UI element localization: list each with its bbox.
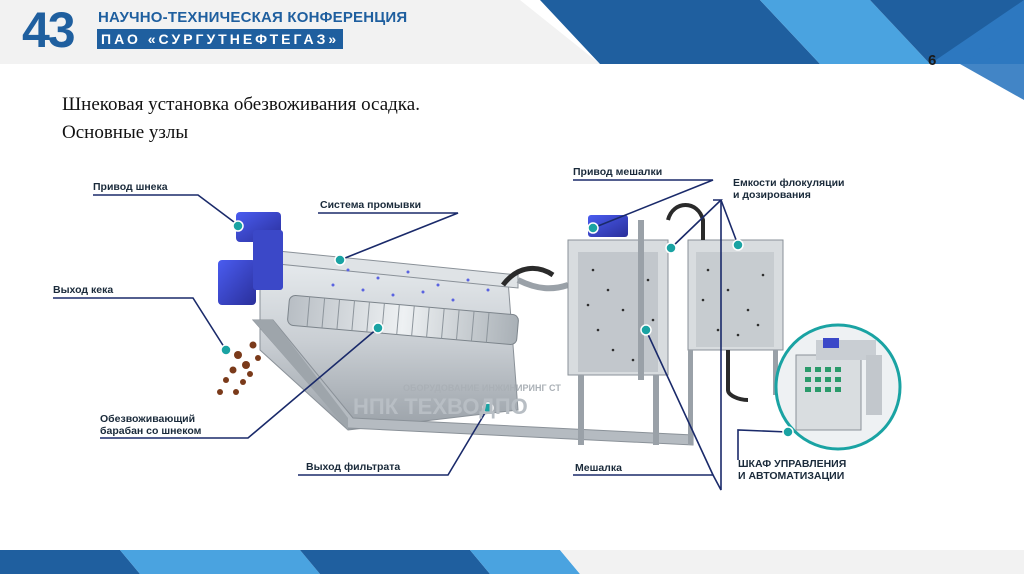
label-mixer: Мешалка [575, 462, 622, 474]
page-number: 6 [928, 52, 936, 69]
label-drum-line2: барабан со шнеком [100, 425, 201, 437]
conference-title: НАУЧНО-ТЕХНИЧЕСКАЯ КОНФЕРЕНЦИЯ [98, 9, 407, 26]
footer-band [0, 550, 1024, 574]
label-cake-outlet: Выход кека [53, 284, 113, 296]
label-cabinet-line1: ШКАФ УПРАВЛЕНИЯ [738, 458, 846, 470]
label-filtrate-outlet: Выход фильтрата [306, 461, 400, 473]
footer-decoration [0, 550, 1024, 574]
slide-title-line1: Шнековая установка обезвоживания осадка. [62, 91, 420, 119]
label-drum-line1: Обезвоживающий [100, 413, 195, 425]
label-cabinet-line2: И АВТОМАТИЗАЦИИ [738, 470, 844, 482]
conference-number: 43 [22, 2, 74, 58]
label-screw-drive: Привод шнека [93, 181, 168, 193]
header-band: 43 НАУЧНО-ТЕХНИЧЕСКАЯ КОНФЕРЕНЦИЯ ПАО «С… [0, 0, 1024, 64]
label-wash-system: Система промывки [320, 199, 421, 211]
watermark-line2: НПК ТЕХВОДПО [353, 395, 528, 419]
label-mixer-drive: Привод мешалки [573, 166, 662, 178]
control-cabinet-inset [776, 325, 900, 449]
equipment-illustration [48, 160, 910, 495]
slide-title-line2: Основные узлы [62, 119, 420, 147]
slide-title: Шнековая установка обезвоживания осадка.… [62, 91, 420, 147]
label-tanks-line2: и дозирования [733, 189, 811, 201]
equipment-diagram: ОБОРУДОВАНИЕ ИНЖИНИРИНГ СТ НПК ТЕХВОДПО … [48, 160, 910, 495]
organization-name: ПАО «СУРГУТНЕФТЕГАЗ» [97, 29, 343, 49]
label-tanks-line1: Емкости флокуляции [733, 177, 845, 189]
watermark-line1: ОБОРУДОВАНИЕ ИНЖИНИРИНГ СТ [403, 382, 561, 394]
